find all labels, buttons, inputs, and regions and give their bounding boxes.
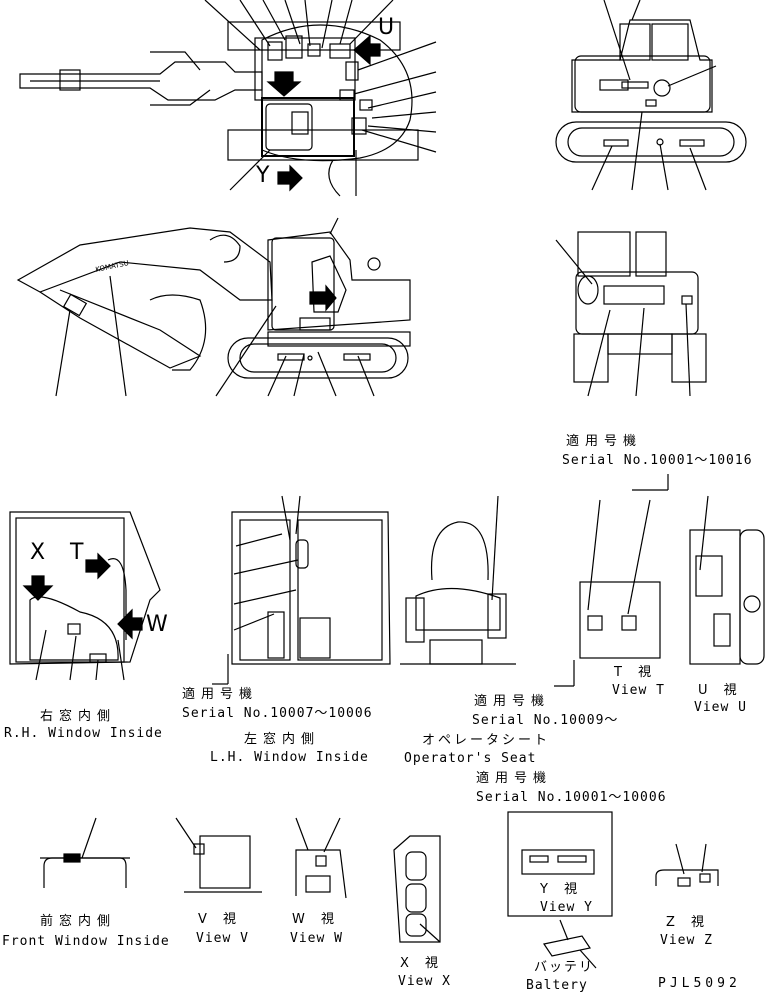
bottom-serial-jp: 適用号機: [476, 771, 553, 786]
view-t-caption-jp: T 視: [614, 665, 658, 680]
drawing-number: PJL5092: [658, 976, 741, 991]
view-letter-t: T: [70, 540, 85, 565]
lh-window-drawing: [212, 495, 391, 685]
view-w-caption-jp: W 視: [292, 912, 340, 927]
view-v-caption: View V: [196, 931, 249, 946]
rear-view-drawing: [555, 0, 747, 191]
view-letter-u: U: [378, 15, 396, 40]
view-t-caption: View T: [612, 683, 665, 698]
view-u-drawing: [689, 495, 765, 665]
front-window-caption: Front Window Inside: [2, 934, 170, 949]
seat-caption: Operator's Seat: [404, 751, 537, 766]
view-letter-w: W: [146, 612, 169, 637]
view-x-caption: View X: [398, 974, 451, 989]
seat-serial: Serial No.10009～: [472, 713, 619, 728]
view-z-caption: View Z: [660, 933, 713, 948]
view-y-caption-jp: Y 視: [540, 882, 584, 897]
bottom-serial: Serial No.10001～10006: [476, 790, 667, 805]
side-view-drawing: KOMATSU: [16, 217, 411, 397]
view-z-caption-jp: Z 視: [666, 915, 711, 930]
view-y-caption: View Y: [540, 900, 593, 915]
operator-seat-drawing: [400, 495, 575, 687]
seat-serial-jp: 適用号機: [474, 694, 551, 709]
rh-window-caption: R.H. Window Inside: [4, 726, 163, 741]
view-u-caption-jp: U 視: [698, 683, 743, 698]
front-window-caption-jp: 前窓内側: [40, 914, 117, 929]
view-y-drawing: [507, 811, 613, 917]
top-view-drawing: [19, 0, 437, 197]
view-t-drawing: [579, 474, 669, 659]
view-v-caption-jp: V 視: [198, 912, 243, 927]
rh-serial-jp: 適用号機: [182, 687, 259, 702]
view-letter-x: X: [30, 540, 47, 565]
view-v-drawing: [175, 817, 262, 893]
battery-caption-jp: バッテリ: [534, 960, 595, 975]
battery-caption: Baltery: [526, 978, 588, 993]
view-letter-y: Y: [256, 163, 271, 188]
lh-window-caption-jp: 左窓内側: [244, 732, 321, 747]
view-z-drawing: [655, 843, 719, 887]
view-w-caption: View W: [290, 931, 343, 946]
seat-caption-jp: オペレータシート: [422, 733, 551, 748]
view-x-caption-jp: X 視: [400, 956, 445, 971]
rear-view-2-drawing: [555, 231, 707, 397]
top-serial-jp: 適用号機: [566, 434, 643, 449]
lh-window-caption: L.H. Window Inside: [210, 750, 369, 765]
rh-window-caption-jp: 右窓内側: [40, 709, 117, 724]
battery-drawing: [543, 919, 597, 969]
view-u-caption: View U: [694, 700, 747, 715]
view-x-drawing: [393, 835, 441, 943]
top-serial: Serial No.10001～10016: [562, 453, 753, 468]
view-w-drawing: [295, 817, 347, 899]
front-window-drawing: [40, 817, 130, 888]
svg-text:KOMATSU: KOMATSU: [95, 259, 130, 274]
rh-window-drawing: [9, 511, 161, 681]
rh-serial: Serial No.10007～10006: [182, 706, 373, 721]
